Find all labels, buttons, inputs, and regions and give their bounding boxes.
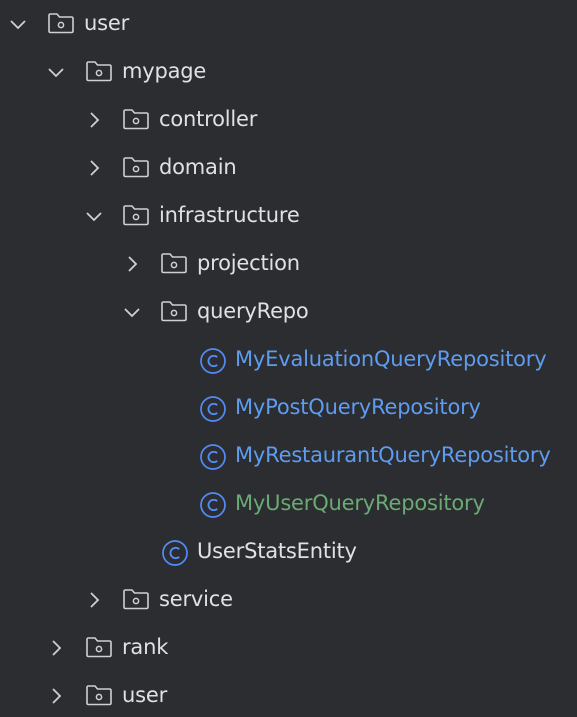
chevron-down-icon[interactable] [8, 14, 28, 34]
class-icon [161, 539, 189, 567]
folder-icon [122, 156, 150, 178]
class-icon [199, 347, 227, 375]
tree-node-class-myuserqueryrepository[interactable]: MyUserQueryRepository [0, 480, 577, 528]
tree-node-user[interactable]: user [0, 0, 577, 48]
folder-icon [85, 684, 113, 706]
chevron-right-icon[interactable] [122, 254, 142, 274]
tree-node-label: UserStatsEntity [197, 539, 357, 563]
tree-node-projection[interactable]: projection [0, 240, 577, 288]
folder-icon [47, 12, 75, 34]
tree-node-rank[interactable]: rank [0, 624, 577, 672]
tree-node-label: controller [159, 107, 258, 131]
tree-node-mypage[interactable]: mypage [0, 48, 577, 96]
chevron-right-icon[interactable] [84, 158, 104, 178]
tree-node-label: mypage [122, 59, 207, 83]
tree-node-label: MyPostQueryRepository [235, 395, 481, 419]
folder-icon [122, 588, 150, 610]
class-icon [199, 443, 227, 471]
chevron-right-icon[interactable] [84, 110, 104, 130]
class-icon [199, 395, 227, 423]
tree-node-controller[interactable]: controller [0, 96, 577, 144]
folder-icon [122, 108, 150, 130]
chevron-down-icon[interactable] [84, 206, 104, 226]
folder-icon [85, 636, 113, 658]
tree-node-label: service [159, 587, 233, 611]
tree-node-class-mypostqueryrepository[interactable]: MyPostQueryRepository [0, 384, 577, 432]
tree-node-service[interactable]: service [0, 576, 577, 624]
tree-node-label: infrastructure [159, 203, 300, 227]
chevron-down-icon[interactable] [122, 302, 142, 322]
folder-icon [122, 204, 150, 226]
folder-icon [160, 300, 188, 322]
tree-node-queryrepo[interactable]: queryRepo [0, 288, 577, 336]
tree-node-label: queryRepo [197, 299, 309, 323]
tree-node-label: MyEvaluationQueryRepository [235, 347, 547, 371]
tree-node-label: projection [197, 251, 300, 275]
tree-node-label: user [122, 683, 168, 707]
tree-node-label: user [84, 11, 130, 35]
chevron-right-icon[interactable] [46, 686, 66, 706]
class-icon [199, 491, 227, 519]
tree-node-class-myrestaurantqueryrepository[interactable]: MyRestaurantQueryRepository [0, 432, 577, 480]
chevron-right-icon[interactable] [84, 590, 104, 610]
tree-node-label: MyUserQueryRepository [235, 491, 485, 515]
tree-node-class-myevaluationqueryrepository[interactable]: MyEvaluationQueryRepository [0, 336, 577, 384]
tree-node-infrastructure[interactable]: infrastructure [0, 192, 577, 240]
folder-icon [160, 252, 188, 274]
tree-node-label: domain [159, 155, 237, 179]
chevron-right-icon[interactable] [46, 638, 66, 658]
tree-node-class-userstatsentity[interactable]: UserStatsEntity [0, 528, 577, 576]
folder-icon [85, 60, 113, 82]
tree-node-domain[interactable]: domain [0, 144, 577, 192]
tree-node-label: rank [122, 635, 169, 659]
tree-node-label: MyRestaurantQueryRepository [235, 443, 551, 467]
tree-node-user-nested[interactable]: user [0, 672, 577, 717]
chevron-down-icon[interactable] [46, 62, 66, 82]
